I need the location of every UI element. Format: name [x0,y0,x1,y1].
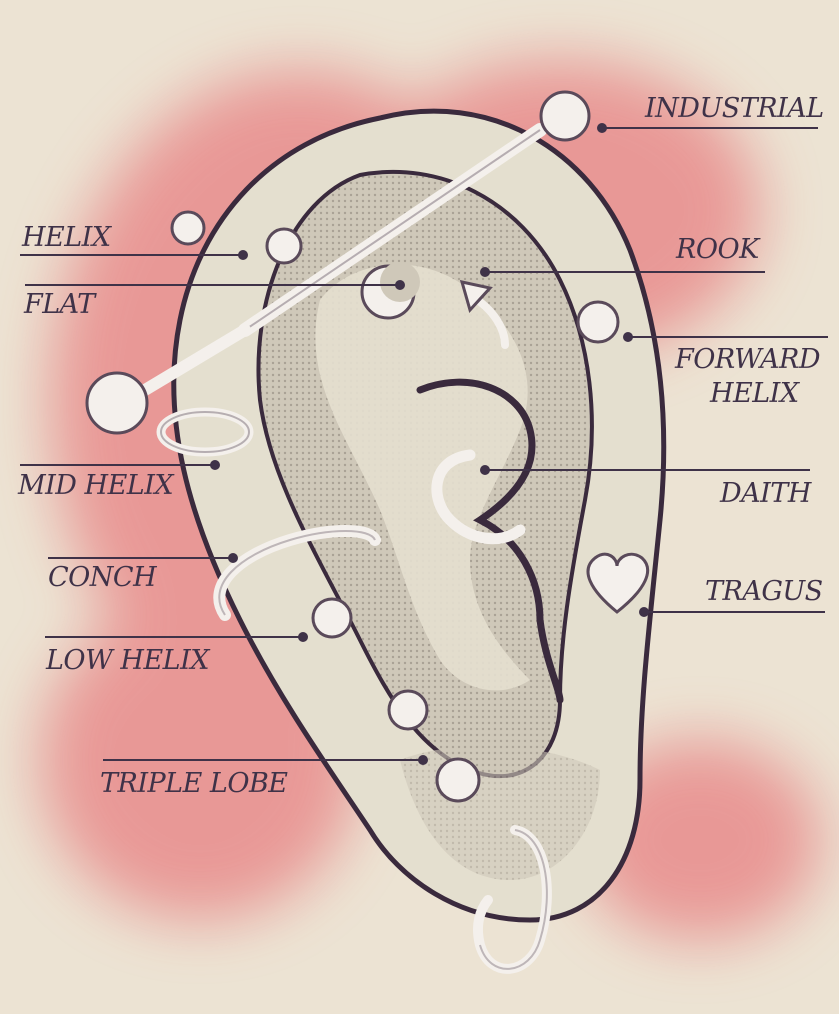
label-forward-helix-line1: FORWARD [675,344,821,375]
label-industrial: INDUSTRIAL [645,93,824,124]
label-daith: DAITH [720,478,811,509]
label-low-helix: LOW HELIX [46,645,209,676]
forward-helix-stud [576,300,620,344]
label-triple-lobe: TRIPLE LOBE [100,768,288,799]
mid-helix-ring [156,407,254,457]
daith-ring [431,449,526,545]
label-conch: CONCH [48,562,157,593]
spike-bar [459,280,509,349]
antihelix [315,264,530,691]
helix-piercing [170,210,303,265]
concha-line [416,378,564,704]
label-forward-helix-line2: HELIX [710,378,799,409]
triple-lobe-studs [387,689,481,803]
low-helix-stud [311,597,353,639]
lobe-hoop [473,825,552,974]
helix-barbell [85,324,251,435]
conch-ring [213,525,381,621]
label-flat: FLAT [24,289,95,320]
industrial-piercing [238,90,591,337]
label-rook: ROOK [676,234,759,265]
heart-stud [586,552,650,614]
label-tragus: TRAGUS [705,576,823,607]
label-helix: HELIX [22,222,111,253]
leader-lines [20,123,828,765]
label-mid-helix: MID HELIX [18,470,174,501]
